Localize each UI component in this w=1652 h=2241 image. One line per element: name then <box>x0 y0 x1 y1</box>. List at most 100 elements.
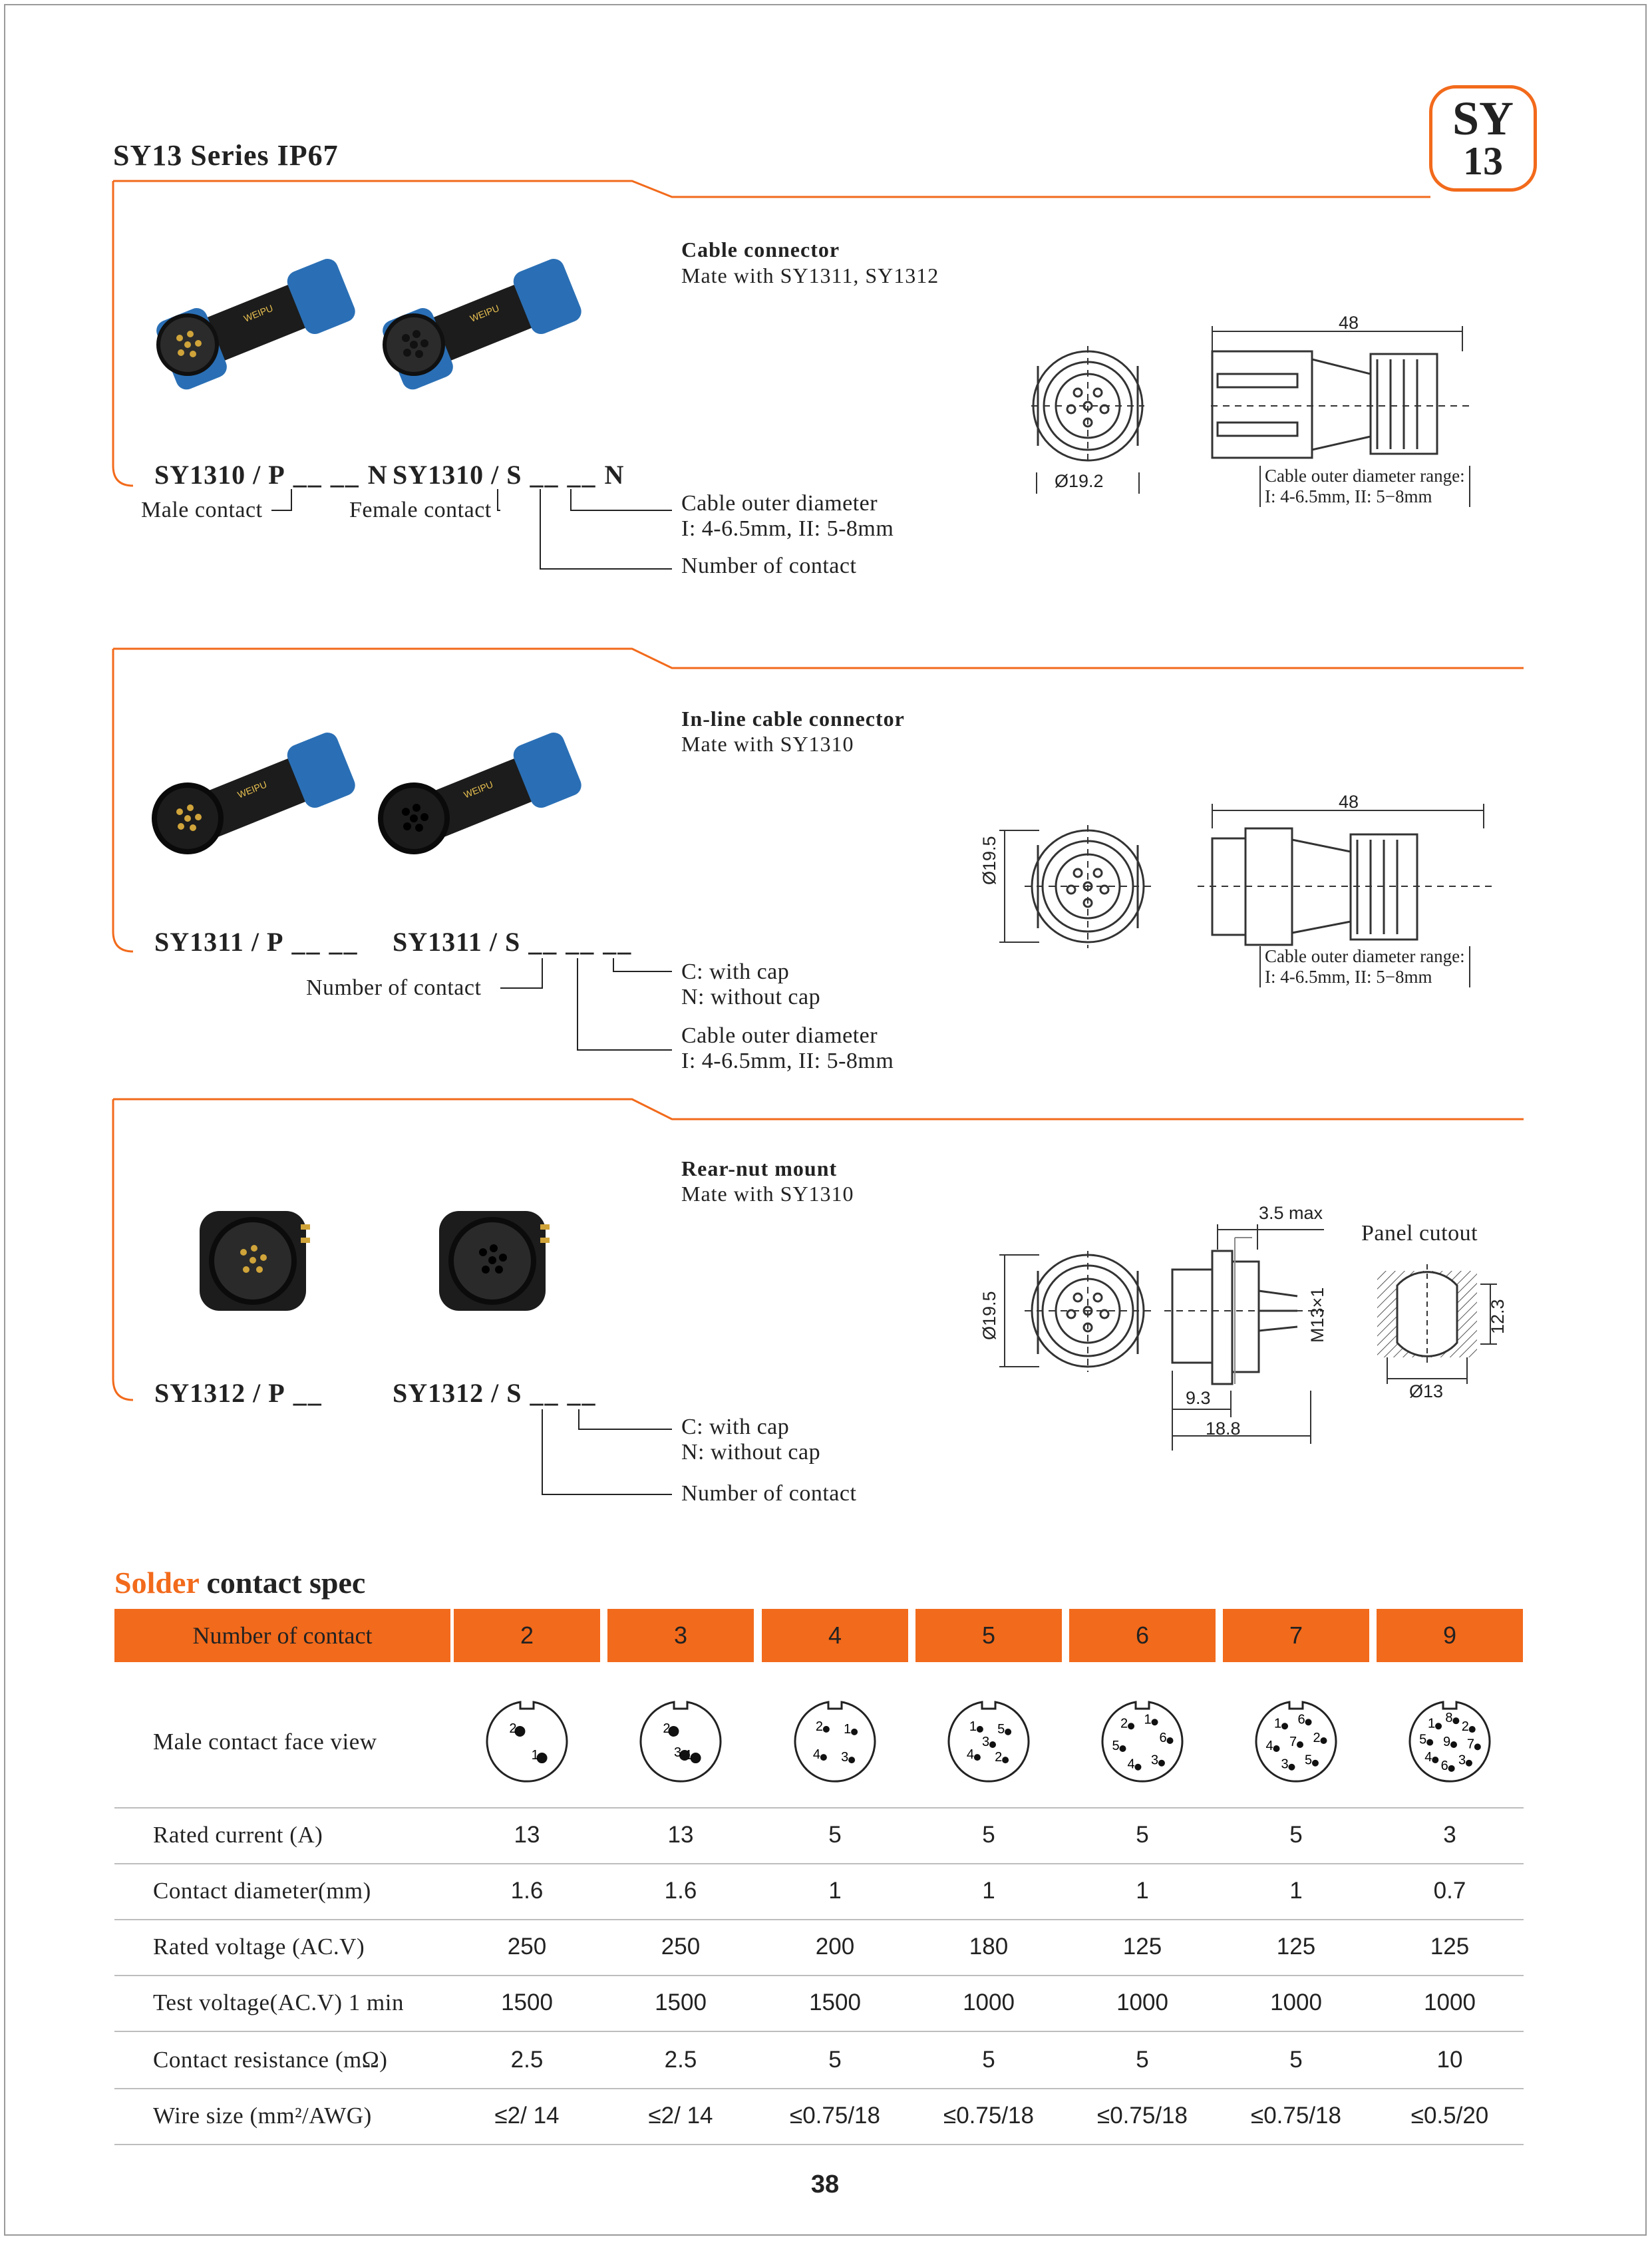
pin-label: 1 <box>532 1748 539 1763</box>
pin-label: 5 <box>1112 1739 1120 1753</box>
spec-row-label: Contact diameter(mm) <box>153 1878 371 1904</box>
pin-label: 2 <box>1462 1719 1469 1734</box>
sy1310-female-code: SY1310 / S __ __ N <box>393 460 625 490</box>
panel-cutout-title: Panel cutout <box>1361 1221 1478 1246</box>
pin-dot <box>1468 1726 1476 1733</box>
sy1312-dimension-drawing <box>999 1224 1324 1451</box>
section1-divider <box>113 180 1430 198</box>
spec-cell: 1 <box>1289 1878 1303 1904</box>
pin-dot <box>1128 1723 1135 1730</box>
spec-cell: 1 <box>1136 1878 1149 1904</box>
pin-dot <box>1452 1717 1460 1725</box>
section1-title: Cable connector <box>681 238 840 261</box>
spec-header-col-7: 7 <box>1223 1609 1369 1662</box>
row-divider <box>114 1919 1524 1920</box>
pin-dot <box>1426 1739 1434 1746</box>
section1-note-diameter: Cable outer diameter I: 4-6.5mm, II: 5-8… <box>681 491 894 541</box>
spec-cell: ≤0.75/18 <box>1097 2103 1188 2129</box>
pin-label: 6 <box>1298 1712 1305 1727</box>
pin-dot <box>989 1741 996 1748</box>
spec-cell: ≤2/ 14 <box>494 2103 560 2129</box>
pin-dot <box>1288 1763 1295 1771</box>
section3-bracket <box>112 1099 134 1401</box>
pin-label: 3 <box>1151 1753 1158 1768</box>
pin-label: 1 <box>969 1719 977 1734</box>
pin-label: 2 <box>995 1750 1002 1765</box>
spec-header-col-3: 3 <box>607 1609 754 1662</box>
pin-label: 1 <box>844 1722 851 1737</box>
section3-note-number: Number of contact <box>681 1481 857 1506</box>
section2-note-diameter: Cable outer diameter I: 4-6.5mm, II: 5-8… <box>681 1023 894 1073</box>
pin-label: 6 <box>1159 1731 1166 1745</box>
section2-note-cap: C: with cap N: without cap <box>681 959 821 1009</box>
section2-title: In-line cable connector <box>681 707 905 731</box>
spec-cell: 1500 <box>809 1989 861 2015</box>
pin-dot <box>1151 1719 1158 1726</box>
sy1312-female-code: SY1312 / S __ __ <box>393 1378 597 1408</box>
section1-mate: Mate with SY1311, SY1312 <box>681 263 939 287</box>
pin-dot <box>1297 1741 1303 1748</box>
row-divider <box>114 1807 1524 1809</box>
pin-label: 4 <box>1266 1739 1273 1753</box>
pin-label: 1 <box>1274 1716 1281 1731</box>
spec-cell: ≤0.75/18 <box>943 2103 1034 2129</box>
pin-dot <box>1448 1765 1455 1772</box>
row-divider <box>114 1975 1524 1976</box>
sy1312-dim-a: 9.3 <box>1186 1388 1211 1408</box>
section3-title: Rear-nut mount <box>681 1156 838 1180</box>
sy1310-female-image: WEIPU <box>383 259 581 390</box>
pin-label: 4 <box>813 1747 820 1762</box>
spec-cell: 1 <box>982 1878 995 1904</box>
pin-label: 2 <box>509 1721 516 1736</box>
pin-label: 1 <box>1144 1712 1152 1727</box>
spec-cell: 13 <box>667 1822 694 1848</box>
spec-cell: 0.7 <box>1433 1878 1466 1904</box>
pin-dot <box>848 1757 856 1764</box>
row-divider <box>114 2088 1524 2089</box>
spec-cell: ≤0.5/20 <box>1410 2103 1489 2129</box>
pin-label: 4 <box>967 1747 974 1762</box>
section1-leader-lines <box>271 489 672 570</box>
spec-cell: 1500 <box>501 1989 553 2015</box>
pin-dot <box>679 1750 690 1761</box>
pin-label: 3 <box>1281 1757 1288 1772</box>
spec-cell: 200 <box>815 1934 855 1960</box>
spec-cell: ≤0.75/18 <box>790 2103 880 2129</box>
section2-bracket <box>112 649 134 953</box>
spec-cell: 2.5 <box>664 2047 697 2073</box>
sy1310-dimension-drawing <box>1031 326 1470 494</box>
label-number-of-contact: Number of contact <box>306 975 482 1000</box>
spec-cell: 1000 <box>1116 1989 1168 2015</box>
spec-cell: 2.5 <box>510 2047 544 2073</box>
spec-cell: 10 <box>1436 2047 1463 2073</box>
spec-cell: 1000 <box>963 1989 1015 2015</box>
spec-cell: 125 <box>1122 1934 1162 1960</box>
pin-label: 7 <box>1467 1737 1474 1751</box>
spec-cell: 180 <box>969 1934 1009 1960</box>
spec-title: Solder contact spec <box>114 1566 366 1600</box>
sy1310-male-image: WEIPU <box>156 259 355 390</box>
spec-cell: 125 <box>1430 1934 1470 1960</box>
row-divider <box>114 1863 1524 1864</box>
spec-cell: 1500 <box>655 1989 707 2015</box>
panel-cutout-height: 12.3 <box>1488 1299 1508 1334</box>
pin-dot <box>668 1725 679 1737</box>
pin-label: 2 <box>1313 1731 1320 1745</box>
section2-divider <box>113 647 1524 669</box>
pin-dot <box>976 1725 983 1733</box>
pin-label: 8 <box>1445 1711 1452 1725</box>
pin-label: 5 <box>997 1722 1005 1737</box>
sy1311-dim-diameter: Ø19.5 <box>979 836 999 885</box>
label-male-contact: Male contact <box>141 498 263 522</box>
spec-header-col-9: 9 <box>1377 1609 1523 1662</box>
pin-dot <box>536 1753 548 1764</box>
spec-header-col-6: 6 <box>1069 1609 1216 1662</box>
pin-dot <box>1305 1719 1312 1726</box>
spec-cell: 5 <box>982 2047 995 2073</box>
spec-cell: 5 <box>1289 1822 1303 1848</box>
spec-header-label: Number of contact <box>114 1609 450 1662</box>
pin-label: 7 <box>1289 1735 1297 1749</box>
pin-label: 2 <box>1120 1716 1128 1731</box>
